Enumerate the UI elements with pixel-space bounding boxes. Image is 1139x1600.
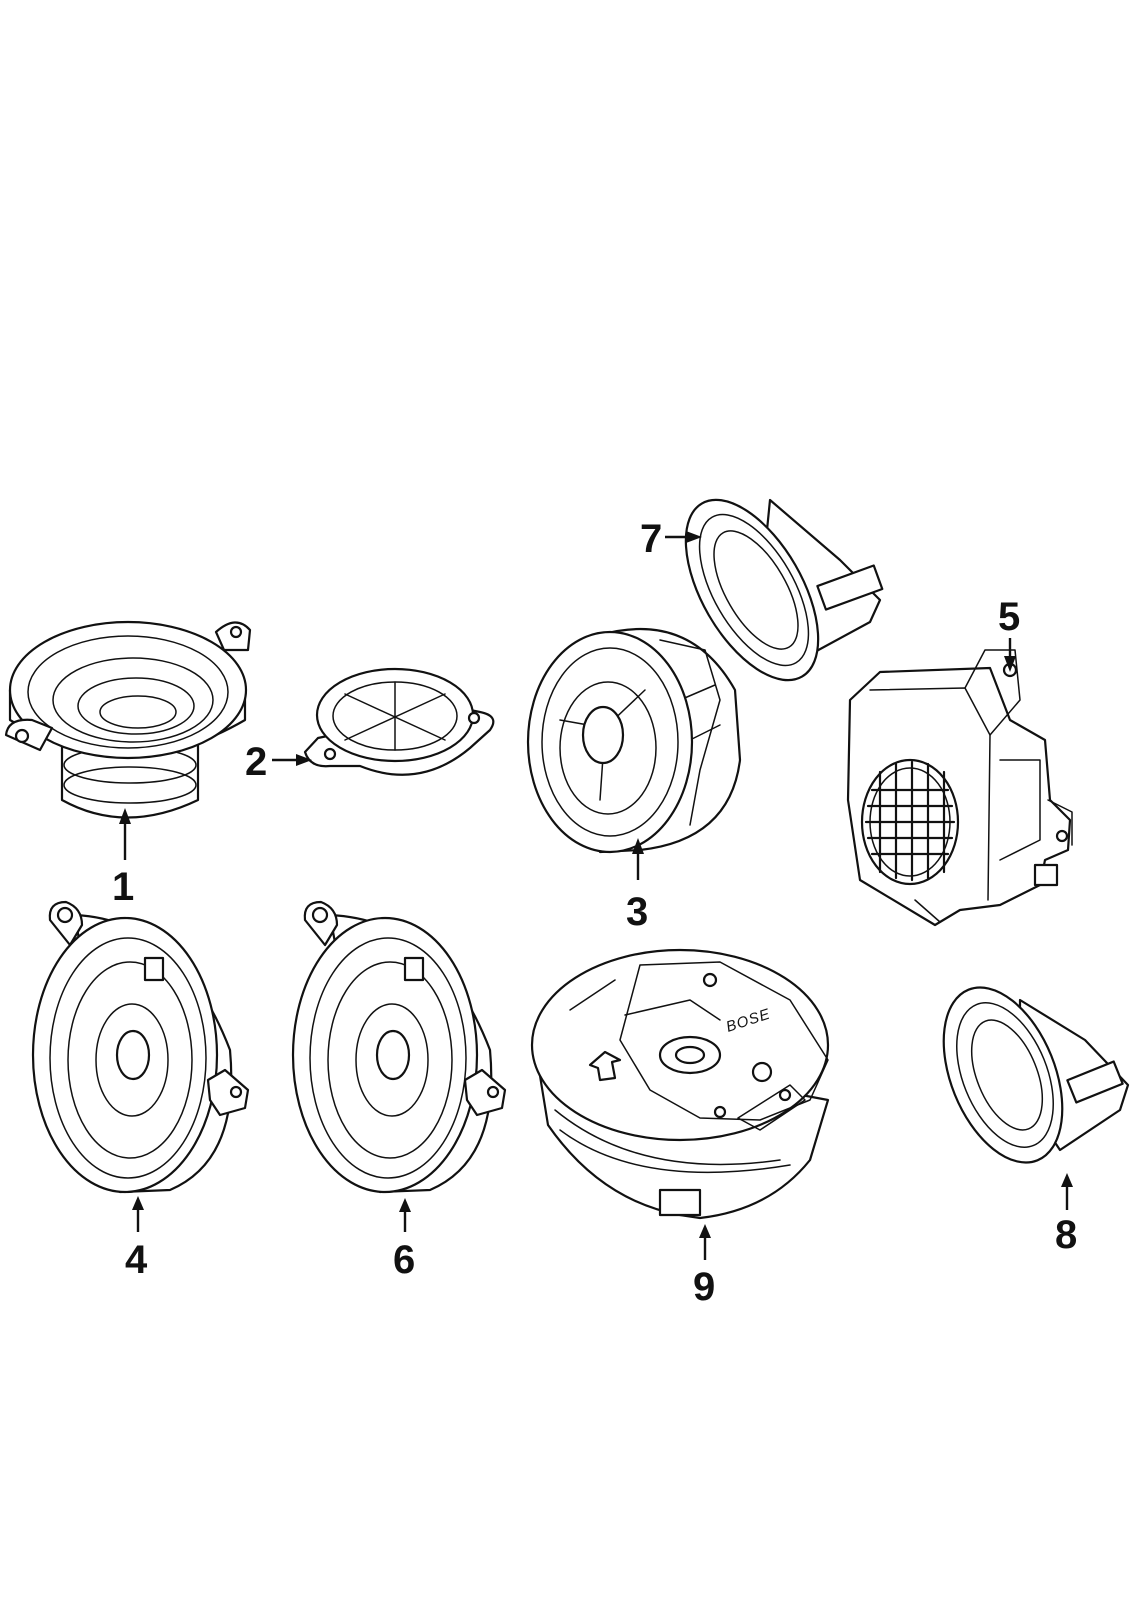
part-7-small-speaker[interactable] xyxy=(659,478,884,701)
callout-number-2: 2 xyxy=(245,740,267,784)
part-8-small-speaker[interactable] xyxy=(920,970,1130,1180)
callout-arrow-7 xyxy=(665,531,702,543)
callout-arrow-5 xyxy=(1004,638,1016,672)
part-4-coaxial-speaker[interactable] xyxy=(31,900,250,1194)
callout-arrow-9 xyxy=(699,1224,711,1260)
callout-arrow-2 xyxy=(272,754,312,766)
part-5-speaker-module[interactable] xyxy=(846,649,1073,927)
callout-number-7: 7 xyxy=(640,517,662,561)
callout-arrow-4 xyxy=(132,1196,144,1232)
part-6-coaxial-speaker[interactable] xyxy=(291,900,507,1194)
callout-number-6: 6 xyxy=(393,1238,415,1282)
callout-number-5: 5 xyxy=(998,595,1020,639)
callout-number-1: 1 xyxy=(112,865,134,909)
part-9-subwoofer[interactable]: BOSE xyxy=(530,948,830,1220)
callout-arrow-1 xyxy=(119,808,131,860)
callout-arrow-6 xyxy=(399,1198,411,1232)
callout-arrow-8 xyxy=(1061,1173,1073,1210)
callout-arrow-3 xyxy=(632,838,644,880)
part-1-midrange-speaker[interactable] xyxy=(4,620,252,819)
callout-number-3: 3 xyxy=(626,890,648,934)
part-3-door-speaker[interactable] xyxy=(526,628,742,854)
callout-number-4: 4 xyxy=(125,1238,148,1282)
callout-number-9: 9 xyxy=(693,1265,715,1309)
part-2-tweeter[interactable] xyxy=(303,667,495,776)
callout-number-8: 8 xyxy=(1055,1213,1077,1257)
